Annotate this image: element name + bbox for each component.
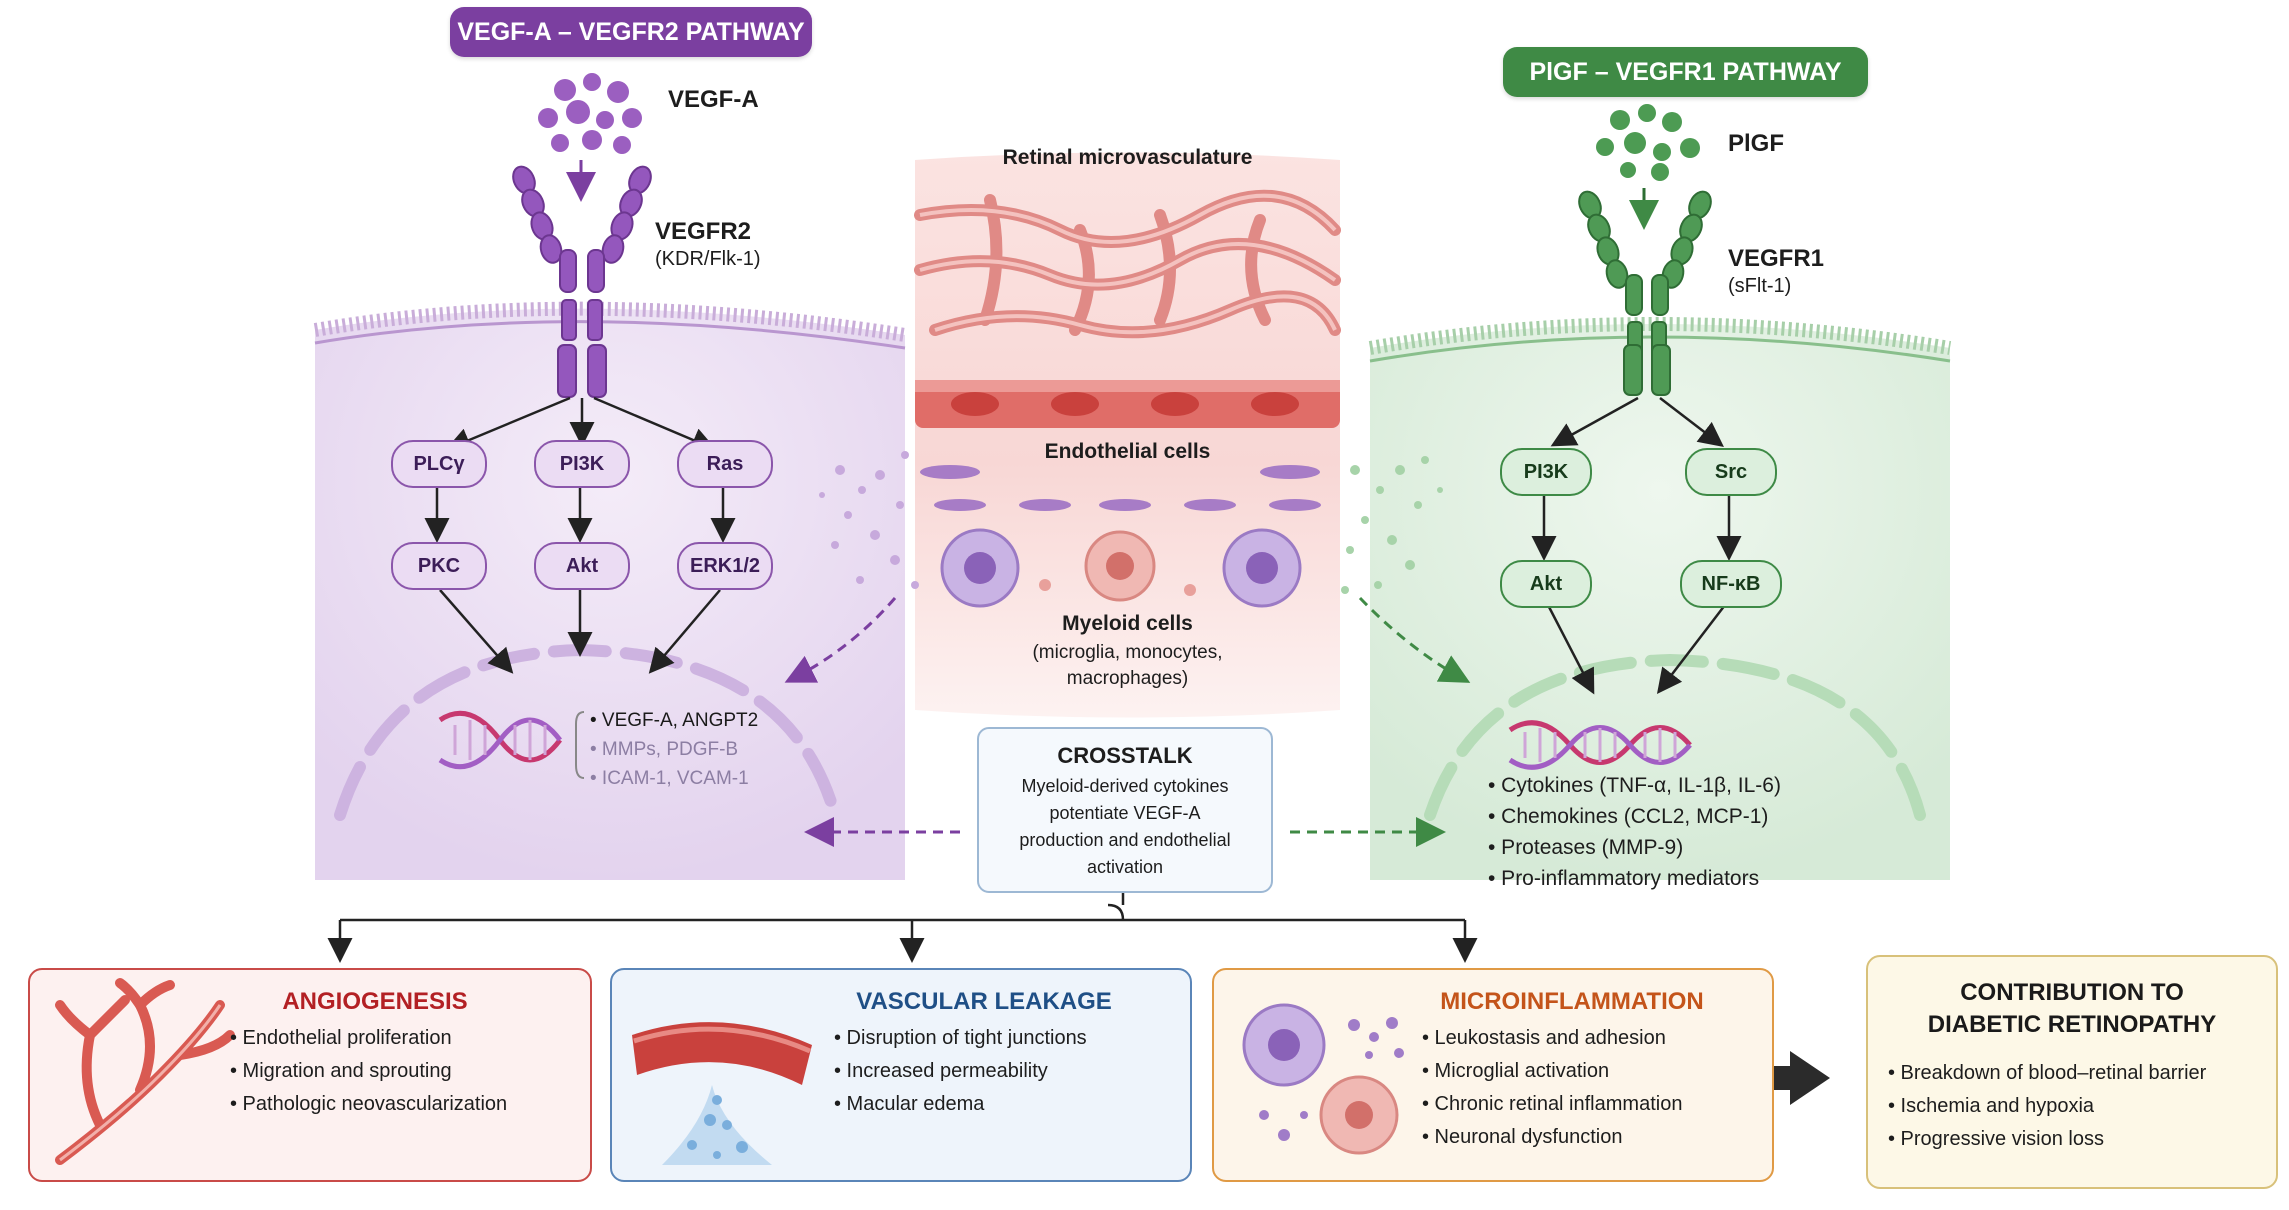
list-item: • Ischemia and hypoxia — [1888, 1095, 2095, 1117]
right-signaling-arrows — [1531, 396, 1742, 695]
list-item: • Macular edema — [834, 1093, 985, 1115]
vascular-leakage-box: VASCULAR LEAKAGE • Disruption of tight j… — [610, 968, 1192, 1182]
crosstalk-description: Myeloid-derived cytokines potentiate VEG… — [979, 773, 1271, 881]
contribution-title-line1: CONTRIBUTION TO — [1960, 979, 2184, 1006]
crosstalk-arrows — [784, 596, 1471, 847]
arrow-right-icon — [1740, 1051, 1830, 1105]
dna-helix-icon — [438, 710, 562, 770]
receptor-icon — [1578, 190, 1712, 396]
left-pathway-title: VEGF-A – VEGFR2 PATHWAY — [450, 7, 812, 57]
contribution-box: CONTRIBUTION TO DIABETIC RETINOPATHY • B… — [1866, 955, 2278, 1189]
node-plcg: PLCγ — [391, 440, 487, 488]
contribution-title-line2: DIABETIC RETINOPATHY — [1927, 1011, 2217, 1038]
list-item: • Neuronal dysfunction — [1422, 1126, 1623, 1148]
myeloid-label: Myeloid cells — [1062, 612, 1193, 635]
angiogenesis-box: ANGIOGENESIS • Endothelial proliferation… — [28, 968, 592, 1182]
list-item: • Chronic retinal inflammation — [1422, 1093, 1683, 1115]
list-item: • Pathologic neovascularization — [230, 1093, 508, 1115]
vegf-a-ligand-icon — [538, 73, 642, 154]
left-cell-membrane — [313, 301, 907, 880]
crosstalk-line: production and endothelial — [1019, 830, 1231, 850]
node-pi3k-left: PI3K — [534, 440, 630, 488]
contribution-list: • Breakdown of blood–retinal barrier • I… — [1888, 1057, 2206, 1156]
gene-item: • ICAM-1, VCAM-1 — [590, 768, 749, 789]
node-pkc: PKC — [391, 542, 487, 590]
vegfr2-label: VEGFR2 — [655, 218, 752, 245]
vasculature-label: Retinal microvasculature — [1002, 146, 1253, 169]
list-item: • Breakdown of blood–retinal barrier — [1888, 1062, 2207, 1084]
gene-bracket — [575, 711, 585, 779]
crosstalk-line: activation — [1086, 857, 1164, 877]
crosstalk-line: Myeloid-derived cytokines — [1021, 776, 1229, 796]
microinflammation-box: MICROINFLAMMATION • Leukostasis and adhe… — [1212, 968, 1774, 1182]
left-gene-list: • VEGF-A, ANGPT2 • MMPs, PDGF-B • ICAM-1… — [590, 706, 758, 793]
left-signaling-arrows — [424, 396, 736, 674]
node-src: Src — [1685, 448, 1777, 496]
vascular-leakage-title: VASCULAR LEAKAGE — [856, 988, 1112, 1015]
myeloid-sub2: macrophages) — [1066, 668, 1189, 689]
crosstalk-box: CROSSTALK Myeloid-derived cytokines pote… — [977, 727, 1273, 893]
left-secreted-particles — [819, 451, 919, 589]
plgf-label: PlGF — [1728, 130, 1785, 157]
right-secreted-particles — [1341, 456, 1443, 594]
right-product-list: • Cytokines (TNF-α, IL-1β, IL-6) • Chemo… — [1488, 770, 1781, 894]
product-item: • Chemokines (CCL2, MCP-1) — [1488, 805, 1769, 828]
gene-item: • MMPs, PDGF-B — [590, 739, 739, 760]
myeloid-cell-icon — [940, 528, 1302, 608]
vessel-sprout-icon — [55, 978, 235, 1165]
microinflammation-list: • Leukostasis and adhesion • Microglial … — [1422, 1022, 1682, 1154]
node-erk: ERK1/2 — [677, 542, 773, 590]
list-item: • Disruption of tight junctions — [834, 1027, 1087, 1049]
list-item: • Increased permeability — [834, 1060, 1048, 1082]
product-item: • Pro-inflammatory mediators — [1488, 867, 1760, 890]
list-item: • Migration and sprouting — [230, 1060, 452, 1082]
vegf-a-label: VEGF-A — [668, 86, 759, 113]
myeloid-cell-icon — [1242, 1003, 1404, 1155]
crosstalk-title: CROSSTALK — [1057, 743, 1193, 768]
retinal-microvasculature-panel — [914, 152, 1341, 718]
gene-item: • VEGF-A, ANGPT2 — [590, 710, 759, 731]
vegfr2-alias: (KDR/Flk-1) — [655, 248, 761, 270]
dna-helix-icon — [1508, 720, 1692, 770]
product-item: • Proteases (MMP-9) — [1488, 836, 1684, 859]
node-pi3k-right: PI3K — [1500, 448, 1592, 496]
list-item: • Progressive vision loss — [1888, 1128, 2104, 1150]
vegfr1-label: VEGFR1 — [1728, 245, 1825, 272]
leaking-vessel-icon — [632, 1022, 812, 1165]
receptor-icon — [512, 165, 652, 398]
list-item: • Microglial activation — [1422, 1060, 1610, 1082]
crosstalk-line: potentiate VEGF-A — [1049, 803, 1201, 823]
vascular-leakage-list: • Disruption of tight junctions • Increa… — [834, 1022, 1087, 1121]
vegfr1-alias: (sFlt-1) — [1728, 275, 1792, 297]
node-nfkb: NF-κB — [1680, 560, 1782, 608]
microinflammation-title: MICROINFLAMMATION — [1440, 988, 1704, 1015]
endothelial-label: Endothelial cells — [1044, 440, 1211, 463]
angiogenesis-list: • Endothelial proliferation • Migration … — [230, 1022, 507, 1121]
node-akt-left: Akt — [534, 542, 630, 590]
outcome-connector — [327, 889, 1478, 963]
list-item: • Endothelial proliferation — [230, 1027, 452, 1049]
node-ras: Ras — [677, 440, 773, 488]
right-pathway-title: PlGF – VEGFR1 PATHWAY — [1503, 47, 1868, 97]
product-item: • Cytokines (TNF-α, IL-1β, IL-6) — [1488, 774, 1781, 797]
plgf-ligand-icon — [1596, 104, 1700, 181]
list-item: • Leukostasis and adhesion — [1422, 1027, 1666, 1049]
right-nucleus — [1424, 653, 1926, 821]
angiogenesis-title: ANGIOGENESIS — [282, 988, 468, 1015]
node-akt-right: Akt — [1500, 560, 1592, 608]
myeloid-sub1: (microglia, monocytes, — [1032, 642, 1223, 663]
